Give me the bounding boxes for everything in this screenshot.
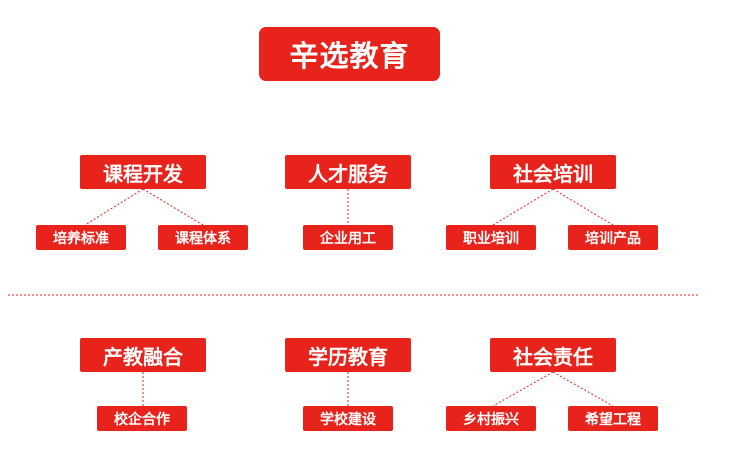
category-box: 产教融合 [80,338,206,372]
connector-line [552,188,614,226]
sub-item-box: 企业用工 [303,225,393,250]
sub-item-box: 培养标准 [36,225,126,250]
diagram-title: 辛选教育 [259,27,440,81]
connector-line [492,188,554,226]
category-box: 人才服务 [285,155,411,189]
sub-item-box: 职业培训 [446,225,536,250]
sub-item-box: 学校建设 [303,406,393,431]
connector-line [84,188,144,226]
category-box: 学历教育 [285,338,411,372]
sub-item-box: 课程体系 [158,225,248,250]
sub-item-box: 希望工程 [568,406,658,431]
sub-item-box: 乡村振兴 [446,406,536,431]
category-box: 课程开发 [80,155,206,189]
sub-item-box: 培训产品 [568,225,658,250]
category-box: 社会责任 [490,338,616,372]
connector-line [552,371,614,407]
connector-line [142,188,204,226]
connector-line [492,371,554,407]
category-box: 社会培训 [490,155,616,189]
sub-item-box: 校企合作 [97,406,187,431]
